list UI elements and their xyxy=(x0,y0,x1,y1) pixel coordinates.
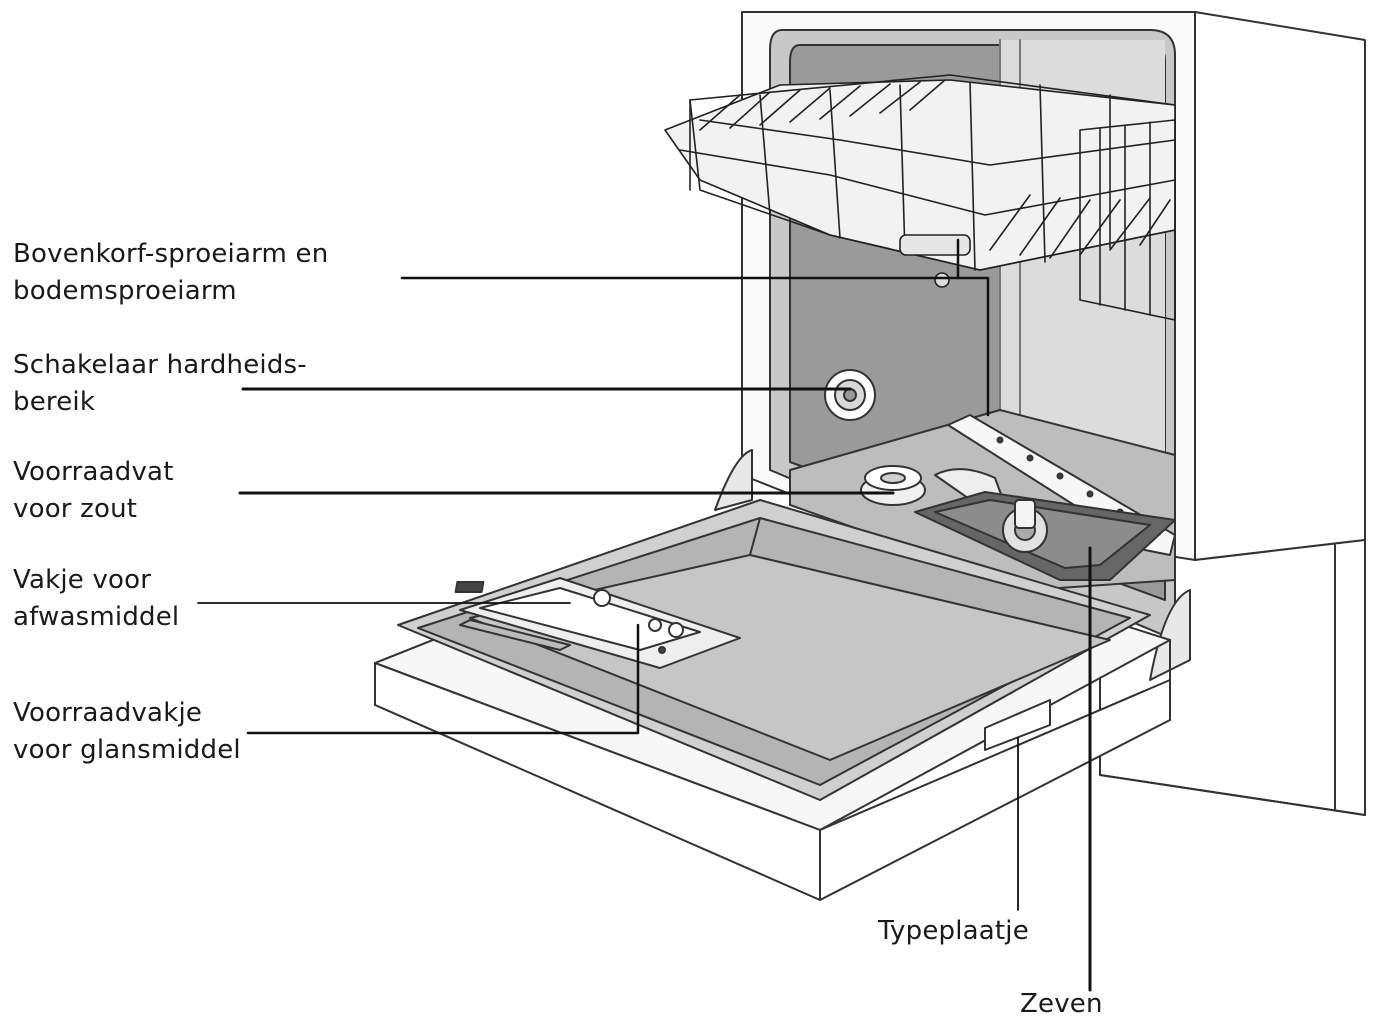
label-salt-reservoir-line2: voor zout xyxy=(13,494,138,524)
label-salt-reservoir: Voorraadvat voor zout xyxy=(13,454,174,528)
label-rinse-aid-reservoir: Voorraadvakje voor glansmiddel xyxy=(13,695,241,769)
label-filters-text: Zeven xyxy=(1020,989,1103,1019)
label-hardness-switch-line1: Schakelaar hardheids- xyxy=(13,350,307,380)
label-hardness-switch: Schakelaar hardheids- bereik xyxy=(13,347,307,421)
hardness-switch xyxy=(824,369,876,421)
filter-assembly xyxy=(914,491,1176,581)
label-type-plate: Typeplaatje xyxy=(878,913,1029,950)
label-spray-arms-line1: Bovenkorf-sproeiarm en xyxy=(13,239,329,269)
label-rinse-aid-line2: voor glansmiddel xyxy=(13,735,241,765)
upper-basket xyxy=(664,74,1176,321)
label-spray-arms: Bovenkorf-sproeiarm en bodemsproeiarm xyxy=(13,236,328,310)
salt-reservoir xyxy=(860,465,926,506)
label-spray-arms-line2: bodemsproeiarm xyxy=(13,276,237,306)
label-filters: Zeven xyxy=(1020,986,1103,1020)
label-detergent-line2: afwasmiddel xyxy=(13,602,180,632)
leader-rinse-aid xyxy=(246,623,640,735)
label-detergent-compartment: Vakje voor afwasmiddel xyxy=(13,562,179,636)
leader-spray-arms xyxy=(400,276,990,417)
label-rinse-aid-line1: Voorraadvakje xyxy=(13,698,203,728)
leader-lines xyxy=(197,238,1092,992)
label-hardness-switch-line2: bereik xyxy=(13,387,96,417)
label-type-plate-text: Typeplaatje xyxy=(878,916,1029,946)
label-salt-reservoir-line1: Voorraadvat xyxy=(13,457,174,487)
label-detergent-line1: Vakje voor xyxy=(13,565,152,595)
